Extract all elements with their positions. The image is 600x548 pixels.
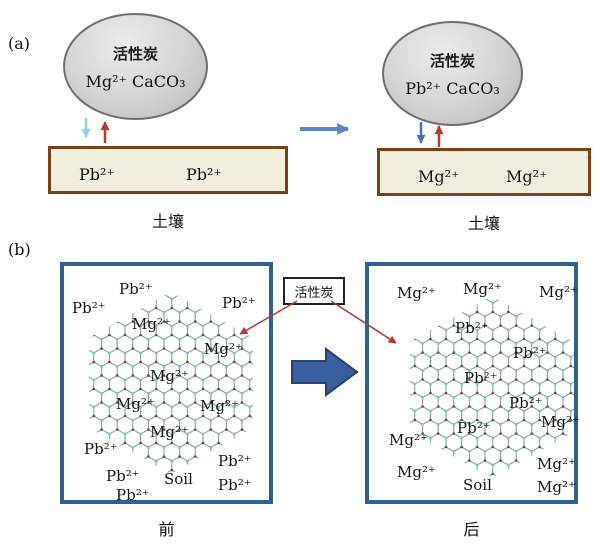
caption-after: 后 [463,520,480,539]
soil-caption-right: 土壤 [467,214,500,233]
panel-b-label: (b) [8,240,31,259]
carbon-formula: Pb²⁺ CaCO₃ [405,78,500,98]
ion-label: Mg²⁺ [132,315,171,333]
caption-before: 前 [158,520,175,539]
ion-label: Pb²⁺ [72,299,106,317]
ion-label: Pb²⁺ [509,394,543,412]
soil-caption-left: 土壤 [151,212,184,231]
ion-label: Pb²⁺ [222,294,256,312]
ion-label: Pb²⁺ [119,280,153,298]
ion-label: Mg²⁺ [397,463,436,481]
ion-label: Pb²⁺ [116,486,150,504]
ion-label: Mg²⁺ [537,455,576,473]
ion-label: Mg²⁺ [539,283,578,301]
soil-ion: Mg²⁺ [418,167,460,186]
panel-a-label: (a) [8,34,31,53]
ion-label: Mg²⁺ [200,397,239,415]
ion-label: Mg²⁺ [397,284,436,302]
soil-ion: Mg²⁺ [506,167,548,186]
ion-label: Mg²⁺ [204,340,243,358]
graphene-lattice [410,296,574,478]
ion-label: Mg²⁺ [150,367,189,385]
ion-label: Mg²⁺ [463,280,502,298]
soil-ion: Pb²⁺ [186,165,222,184]
activated-carbon-ellipse-right: 活性炭 Pb²⁺ CaCO₃ [382,21,523,126]
soil-box-left: Pb²⁺ Pb²⁺ [48,146,288,194]
activated-carbon-ellipse-left: 活性炭 Mg²⁺ CaCO₃ [63,13,208,120]
carbon-title: 活性炭 [429,51,475,70]
ion-label: Pb²⁺ [457,419,491,437]
carbon-title: 活性炭 [112,44,158,63]
ion-label: Mg²⁺ [116,395,155,413]
soil-box-right: Mg²⁺ Mg²⁺ [377,148,591,196]
ion-label: Pb²⁺ [218,476,252,494]
ion-label: Pb²⁺ [84,440,118,458]
before-after-block-arrow [291,347,359,397]
panel-b-box-before: Pb²⁺Pb²⁺Pb²⁺Mg²⁺Mg²⁺Mg²⁺Mg²⁺Mg²⁺Mg²⁺Pb²⁺… [60,262,273,504]
ion-label: Pb²⁺ [455,319,489,337]
graphene-lattice [89,292,253,474]
ion-label: Mg²⁺ [150,423,189,441]
ion-label: Pb²⁺ [106,467,140,485]
ion-label: Mg²⁺ [541,413,580,431]
ion-label: Mg²⁺ [389,431,428,449]
ion-label: Pb²⁺ [218,452,252,470]
panel-b-box-after: Mg²⁺Mg²⁺Mg²⁺Pb²⁺Pb²⁺Pb²⁺Pb²⁺Pb²⁺Mg²⁺Mg²⁺… [365,262,580,504]
ion-label: Pb²⁺ [464,369,498,387]
activated-carbon-callout: 活性炭 [283,277,345,305]
ion-label: Mg²⁺ [537,478,576,496]
soil-ion: Pb²⁺ [79,165,115,184]
soil-label: Soil [463,476,492,494]
soil-label: Soil [164,470,193,488]
ion-label: Pb²⁺ [513,344,547,362]
carbon-formula: Mg²⁺ CaCO₃ [85,71,186,91]
